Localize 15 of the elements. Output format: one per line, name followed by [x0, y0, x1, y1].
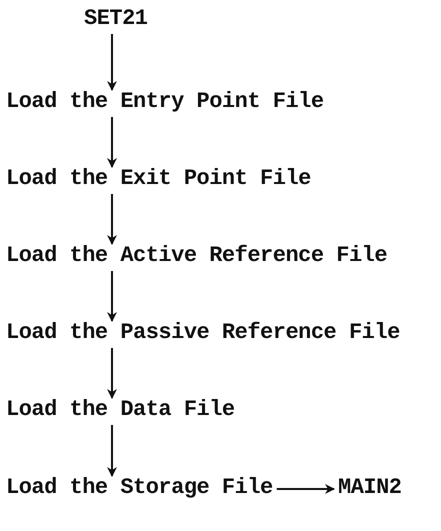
arrow — [107, 271, 117, 322]
step-text: Load the Exit Point File — [6, 166, 311, 192]
step-text: MAIN2 — [338, 475, 402, 501]
step-text: Load the Active Reference File — [6, 243, 388, 269]
step-text: Load the Entry Point File — [6, 89, 324, 115]
step-text: SET21 — [84, 6, 148, 32]
arrow — [107, 425, 117, 477]
arrow — [107, 348, 117, 399]
arrow — [276, 484, 335, 494]
arrow — [107, 34, 117, 91]
step-text: Load the Data File — [6, 397, 235, 423]
arrow — [107, 117, 117, 168]
step-text: Load the Passive Reference File — [6, 320, 400, 346]
arrow — [107, 194, 117, 245]
step-text: Load the Storage File — [6, 475, 273, 501]
